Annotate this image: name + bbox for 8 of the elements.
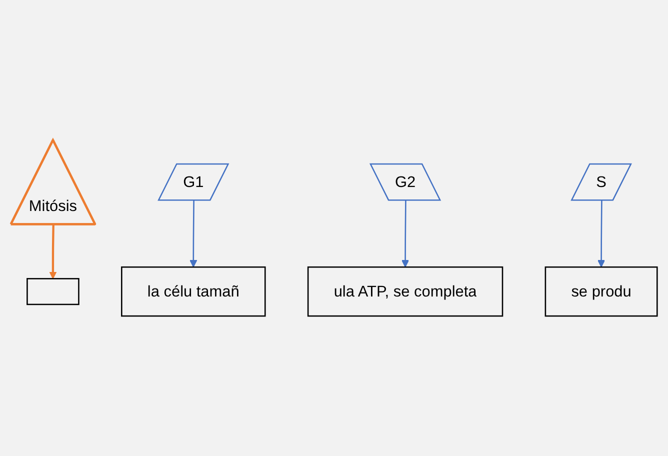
node-box: la célu tamañ: [121, 266, 266, 317]
arrow: [598, 200, 606, 268]
node-box: se produ: [544, 266, 658, 317]
arrow: [49, 224, 57, 280]
arrow: [190, 200, 198, 268]
node-box: [26, 278, 80, 306]
node-box: ula ATP, se completa: [307, 266, 504, 317]
arrow: [402, 200, 410, 268]
